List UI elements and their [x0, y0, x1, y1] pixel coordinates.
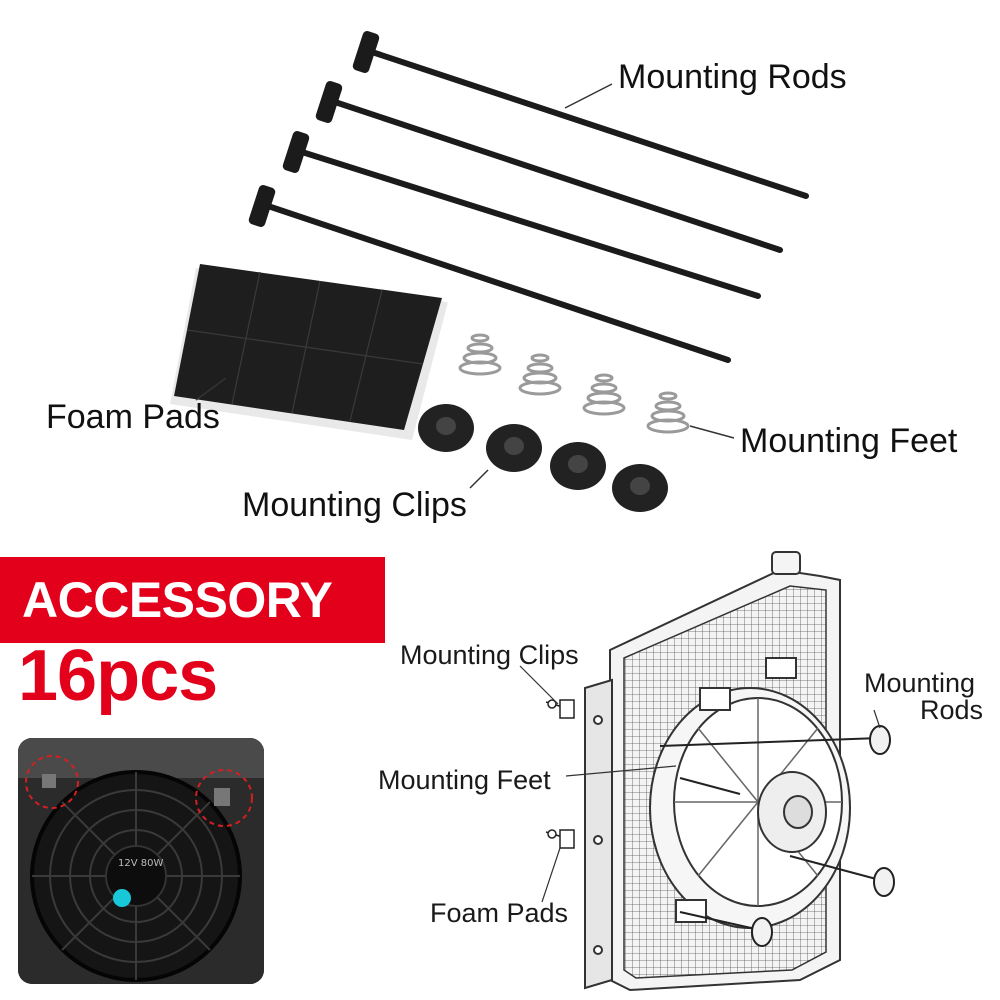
- diagram-callouts: [519, 665, 881, 903]
- clip: [486, 424, 542, 472]
- accessory-banner: ACCESSORY: [0, 557, 385, 643]
- mounting-rod: [352, 31, 809, 199]
- feet-callout-line: [689, 425, 735, 439]
- foam-pad-sheet: [170, 264, 448, 440]
- mounting-rods: [248, 31, 809, 363]
- label-mounting-rods: Mounting Rods: [618, 58, 847, 96]
- diagram-rods: [659, 725, 895, 947]
- diagram-label-mounting-clips: Mounting Clips: [400, 640, 579, 670]
- install-diagram: [519, 551, 895, 992]
- mounting-rod: [248, 185, 731, 363]
- label-foam-pads: Foam Pads: [46, 398, 220, 436]
- diagram-label-mounting-feet: Mounting Feet: [378, 765, 551, 795]
- clip: [612, 464, 668, 512]
- fan-motor-label: 12V 80W: [118, 858, 163, 869]
- rods-callout-line: [564, 83, 613, 109]
- clips-callout-line: [469, 469, 489, 489]
- spring: [582, 373, 626, 416]
- diagram-label-foam-pads: Foam Pads: [430, 898, 569, 928]
- fan: [649, 657, 851, 929]
- mounting-clips: [418, 404, 668, 512]
- piece-count: 16pcs: [18, 636, 218, 716]
- foam-callout-line: [195, 377, 227, 401]
- mounting-rod: [315, 81, 783, 253]
- label-mounting-clips: Mounting Clips: [242, 486, 467, 524]
- spring: [458, 333, 502, 376]
- spring: [646, 391, 690, 434]
- spring: [518, 353, 562, 396]
- diagram-clips: [545, 699, 575, 849]
- mounting-rod: [282, 131, 761, 299]
- mounting-feet: [458, 333, 690, 434]
- parts-illustration: [170, 31, 809, 512]
- clip: [418, 404, 474, 452]
- clip: [550, 442, 606, 490]
- installed-fan-photo: 12V 80W: [18, 738, 264, 984]
- label-mounting-feet: Mounting Feet: [740, 422, 958, 460]
- diagram-label-mounting-rods-1: Mounting: [864, 668, 976, 698]
- diagram-label-mounting-rods-2: Rods: [920, 695, 984, 725]
